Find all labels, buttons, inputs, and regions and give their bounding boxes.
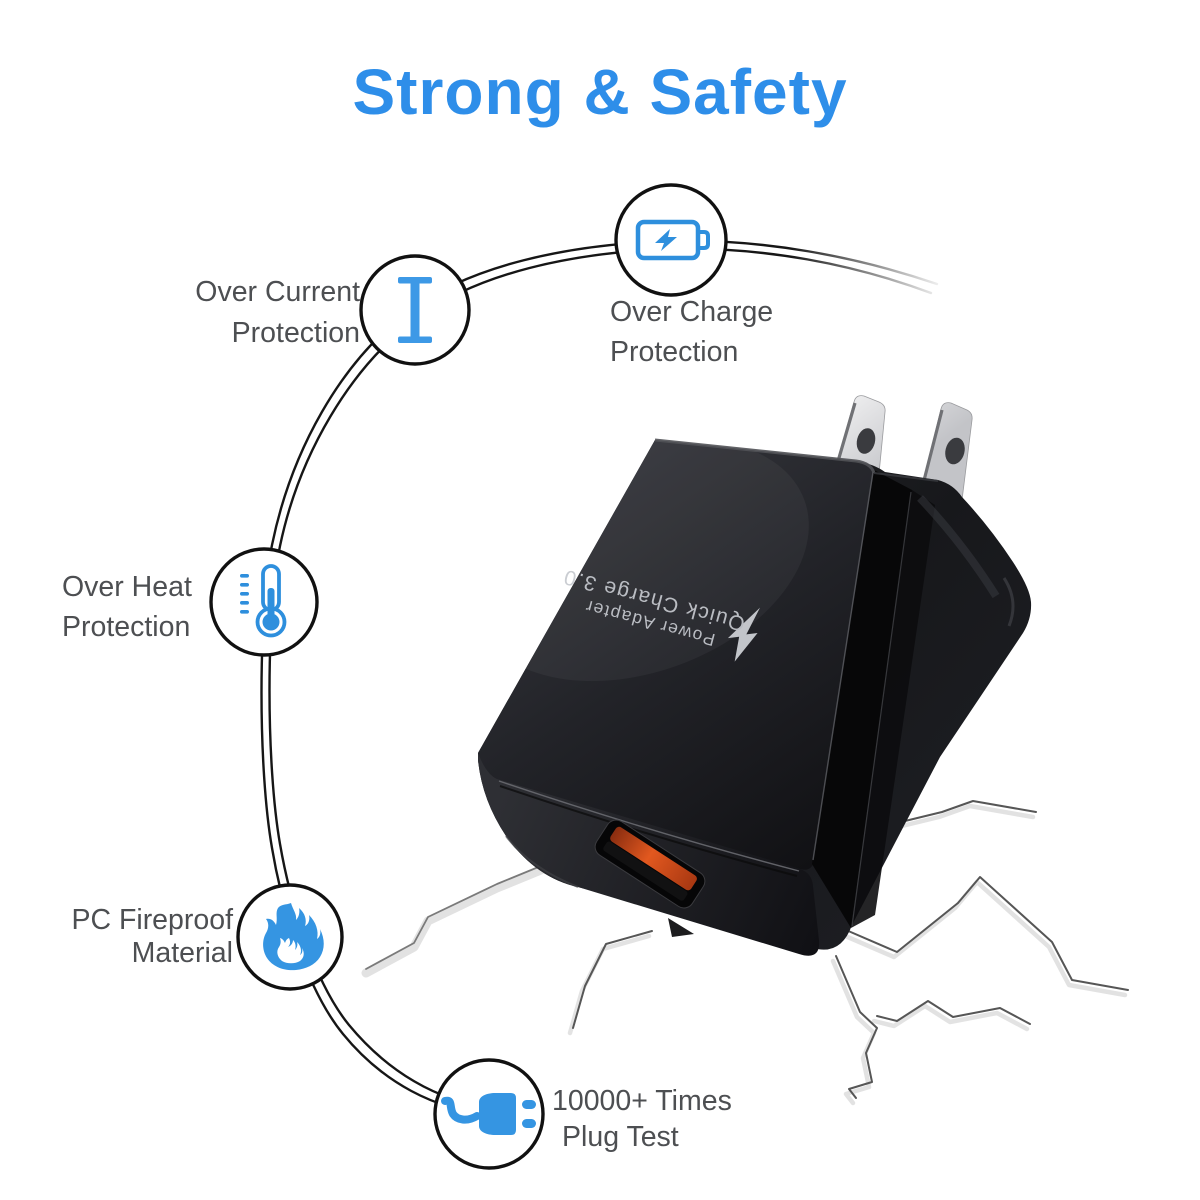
crack-right-top bbox=[904, 800, 1037, 822]
cracked-wall bbox=[361, 800, 1129, 1106]
label-over-current-line2: Protection bbox=[232, 317, 360, 349]
charger-front-face bbox=[478, 440, 874, 870]
crack-left-wide bbox=[361, 858, 563, 978]
flame-icon bbox=[263, 903, 324, 971]
crack-below-tip bbox=[835, 955, 878, 1099]
crack-right-big bbox=[845, 876, 1129, 991]
power-plug-icon bbox=[441, 1093, 536, 1135]
label-plug-test-line2: Plug Test bbox=[562, 1121, 679, 1153]
crack-left-edge bbox=[365, 858, 559, 970]
usb-port-tab bbox=[610, 826, 697, 891]
i-beam-current-icon bbox=[398, 277, 432, 343]
thermometer-icon bbox=[240, 564, 287, 638]
crack-center bbox=[572, 930, 653, 1029]
feature-labels: Over Current Protection Over Charge Prot… bbox=[62, 276, 773, 1153]
label-fireproof-line2: Material bbox=[132, 937, 233, 969]
charger-gloss-stripe bbox=[812, 470, 912, 928]
label-over-heat-line2: Protection bbox=[62, 611, 190, 643]
prong-hole-right bbox=[945, 437, 965, 465]
label-plug-test-line1: 10000+ Times bbox=[552, 1085, 732, 1117]
usb-port bbox=[594, 819, 706, 909]
page-title: Strong & Safety bbox=[352, 56, 847, 128]
battery-bolt-icon bbox=[635, 219, 710, 261]
crack-notch bbox=[668, 918, 694, 937]
charger-back-face bbox=[851, 490, 935, 928]
lightning-bolt-icon bbox=[727, 607, 761, 662]
label-over-current-line1: Over Current bbox=[195, 276, 360, 308]
label-fireproof-line1: PC Fireproof bbox=[71, 904, 233, 936]
label-over-heat-line1: Over Heat bbox=[62, 571, 192, 603]
prong-hole-left bbox=[856, 428, 876, 454]
label-over-charge-line2: Protection bbox=[610, 336, 738, 368]
label-over-charge-line1: Over Charge bbox=[610, 296, 773, 328]
charger-image: Power Adapter Quick Charge 3.0 bbox=[471, 395, 1032, 956]
crack-right-low bbox=[876, 1000, 1031, 1025]
